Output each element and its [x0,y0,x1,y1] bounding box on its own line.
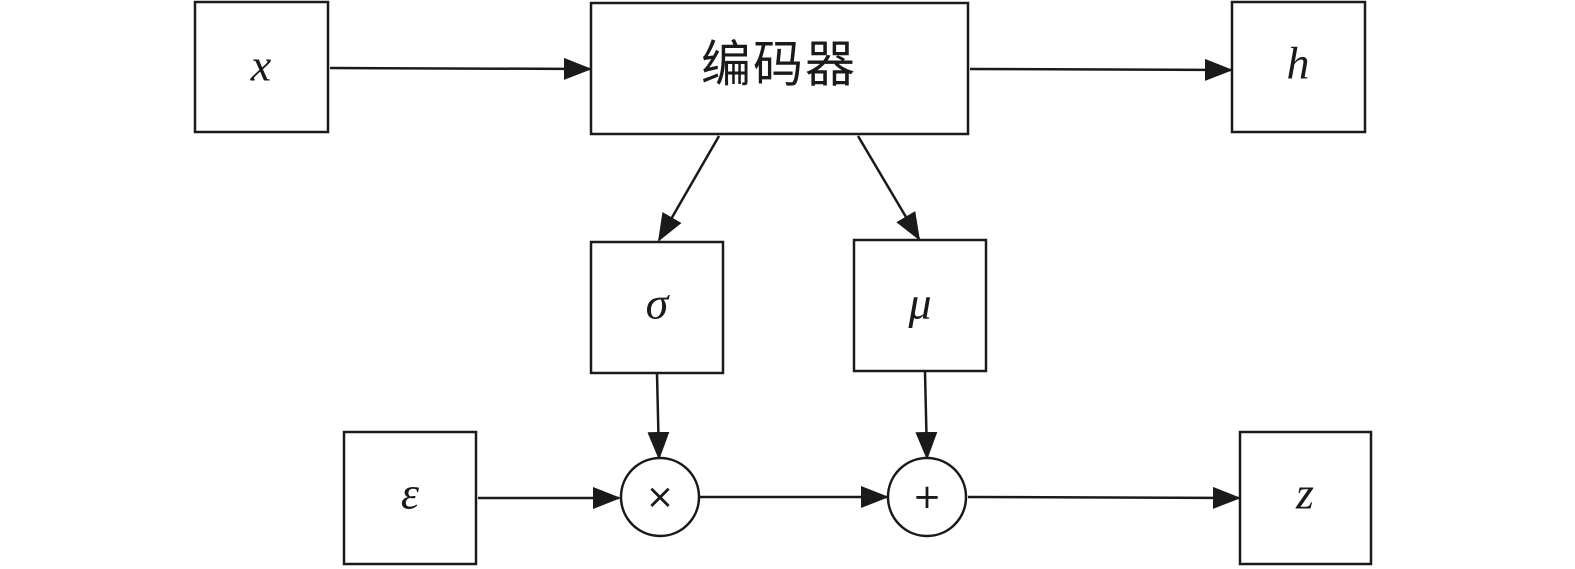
edge-encoder-to-sigma [657,135,721,242]
node-epsilon-label: ε [401,468,420,519]
node-add: + [886,456,968,538]
node-mu: μ [852,238,988,373]
node-encoder-label: 编码器 [701,36,857,94]
add-operator-circle [886,456,968,538]
node-z-label: z [1295,468,1314,519]
node-epsilon-box [342,430,478,566]
edge-mu-to-add [915,371,938,460]
edge-encoder-to-mu [856,135,921,241]
node-z: z [1238,430,1373,566]
node-mu-box [852,238,988,373]
node-z-box [1238,430,1373,566]
node-encoder-box [589,1,970,136]
node-sigma-box [589,240,725,375]
node-epsilon: ε [342,430,478,566]
node-h-box [1230,0,1367,134]
edge-x-to-encoder [329,57,592,80]
node-sigma-label: σ [646,278,671,329]
node-encoder: 编码器 [589,1,970,136]
node-multiply: × [619,456,701,538]
node-sigma: σ [589,240,725,375]
node-h-label: h [1287,38,1310,89]
node-x-box [193,0,330,134]
node-x-label: x [250,40,272,91]
node-mu-label: μ [907,278,931,329]
multiply-operator-circle [619,456,701,538]
add-operator-symbol: + [913,477,942,517]
multiply-operator-symbol: × [646,477,675,517]
edge-encoder-to-h [969,58,1233,81]
edge-add-to-z [967,486,1241,509]
node-x: x [193,0,330,134]
edge-sigma-to-multiply [647,373,670,460]
node-h: h [1230,0,1367,134]
